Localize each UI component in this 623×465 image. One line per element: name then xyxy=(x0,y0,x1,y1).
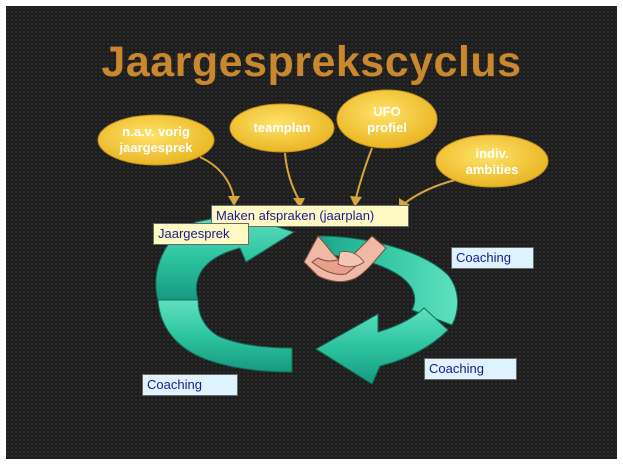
coaching-label-right: Coaching xyxy=(451,247,534,269)
bubble-teamplan xyxy=(229,103,335,153)
connector-ambities xyxy=(404,179,456,204)
connector-arrows xyxy=(199,147,456,204)
bubble-ambities xyxy=(435,134,549,188)
coaching-label-bottom-left: Coaching xyxy=(142,374,238,396)
connector-teamplan xyxy=(284,152,300,201)
bubble-vorig xyxy=(97,114,215,166)
arrow-lower-right xyxy=(315,307,449,385)
slide-title: Jaargesprekscyclus xyxy=(101,38,522,86)
handshake-icon xyxy=(303,235,387,283)
bubble-label-teamplan: teamplan xyxy=(253,120,311,135)
bubble-label-vorig: n.a.v. vorig jaargesprek xyxy=(119,124,193,155)
jaargesprek-label: Jaargesprek xyxy=(153,223,249,245)
slide xyxy=(6,6,617,459)
coaching-label-bottom-right: Coaching xyxy=(424,358,517,380)
center-label: Maken afspraken (jaarplan) xyxy=(211,205,409,227)
connector-vorig xyxy=(199,156,235,199)
connector-ufo xyxy=(355,147,373,199)
bubble-ufo xyxy=(336,89,438,149)
arrow-lower-left xyxy=(157,299,293,373)
bubble-label-ambities: indiv. ambities xyxy=(465,146,519,177)
bubble-label-ufo: UFO profiel xyxy=(367,104,407,135)
